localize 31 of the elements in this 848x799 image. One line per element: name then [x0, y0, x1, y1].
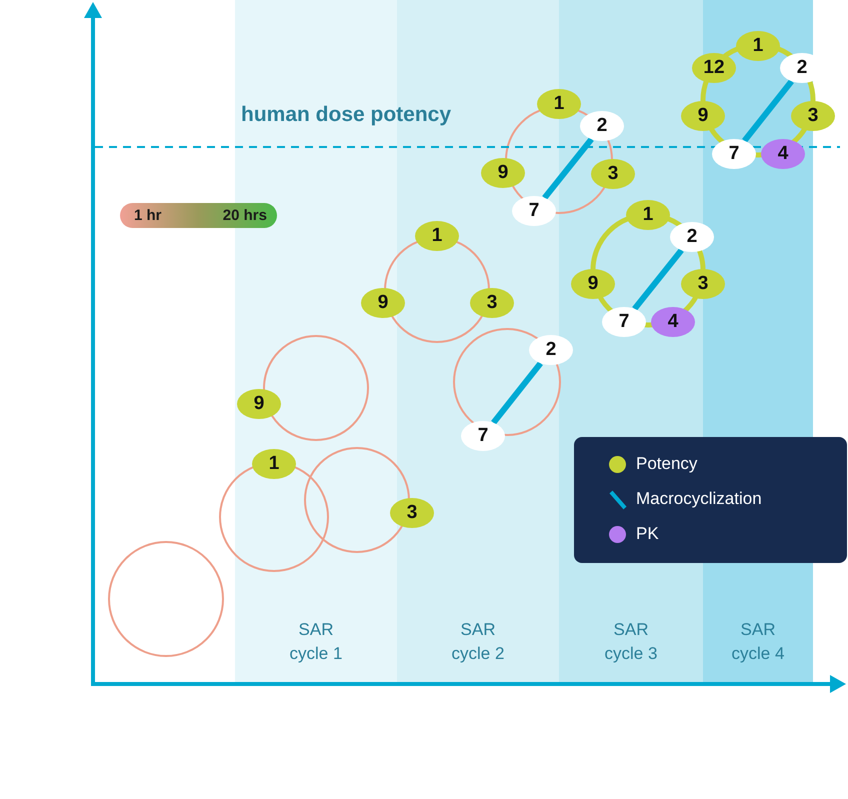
- potency-marker: 3: [791, 101, 835, 131]
- macrocyclization-bar: [542, 137, 594, 200]
- pk-marker: 4: [651, 307, 695, 337]
- potency-marker: 1: [736, 31, 780, 61]
- potency-marker: 9: [571, 269, 615, 299]
- potency-marker: 9: [481, 158, 525, 188]
- position-marker: 2: [580, 111, 624, 141]
- pk-marker: 4: [761, 139, 805, 169]
- potency-marker: 3: [591, 159, 635, 189]
- potency-marker: 1: [626, 200, 670, 230]
- macrocyclization-bar: [491, 361, 543, 425]
- scale-label: 1 hr: [134, 207, 162, 224]
- position-marker: 7: [512, 196, 556, 226]
- legend-label: PK: [636, 524, 659, 544]
- position-marker: 7: [712, 139, 756, 169]
- legend-label: Potency: [636, 454, 698, 474]
- macrocyclization-bar: [632, 248, 684, 311]
- macrocyclization-bar: [742, 79, 794, 143]
- potency-marker: 3: [470, 288, 514, 318]
- position-marker: 7: [602, 307, 646, 337]
- potency-marker: 1: [415, 221, 459, 251]
- band-label: SAR cycle 3: [604, 619, 658, 665]
- threshold-label: human dose potency: [241, 103, 452, 127]
- band-label: SAR cycle 1: [288, 619, 344, 665]
- scale-label: 20 hrs: [222, 207, 267, 224]
- position-marker: 7: [461, 421, 505, 451]
- potency-marker: 1: [252, 449, 296, 479]
- potency-marker: 9: [237, 389, 281, 419]
- band-label: SAR cycle 4: [730, 619, 786, 665]
- band-label: SAR cycle 2: [450, 619, 506, 665]
- legend-label: Macrocyclization: [636, 489, 762, 509]
